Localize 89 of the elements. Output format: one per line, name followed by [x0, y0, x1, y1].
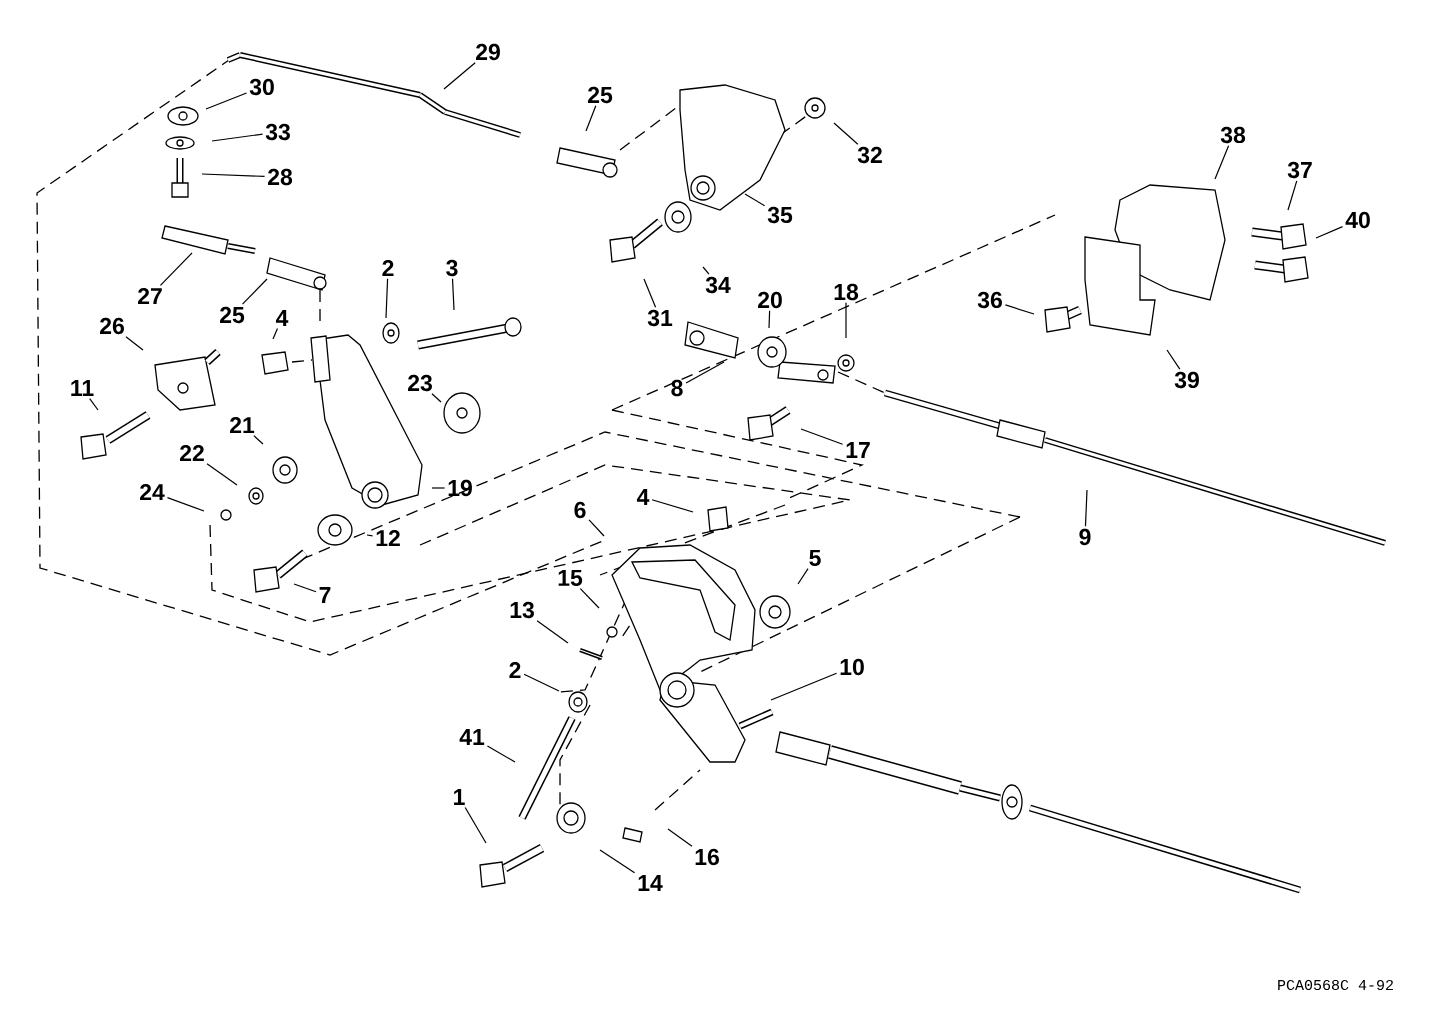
callout-number: 34 — [705, 276, 731, 294]
leader-line — [272, 327, 279, 340]
leader-line — [89, 397, 99, 411]
callout-number: 15 — [558, 569, 583, 586]
leader-line — [797, 568, 809, 585]
callout-number: 22 — [180, 444, 204, 462]
callout-number: 2 — [382, 259, 394, 277]
leader-line — [1004, 304, 1035, 315]
leader-line — [588, 519, 605, 537]
callout-number: 30 — [249, 78, 274, 96]
callout-number: 24 — [140, 483, 165, 501]
callout-number: 10 — [840, 658, 864, 676]
leader-line — [201, 173, 266, 177]
callout-number: 12 — [376, 529, 400, 547]
leader-line — [366, 534, 374, 537]
leader-line — [579, 588, 600, 609]
leader-line — [431, 487, 446, 489]
leader-line — [643, 278, 657, 308]
callout-number: 4 — [636, 489, 650, 505]
callout-number: 35 — [767, 206, 793, 224]
leader-line — [206, 463, 238, 486]
leader-line — [845, 302, 847, 339]
callout-number: 14 — [638, 875, 663, 891]
leader-line — [293, 583, 317, 593]
callout-number: 20 — [758, 291, 782, 309]
leader-line — [211, 133, 264, 142]
callout-number: 36 — [977, 291, 1002, 309]
leader-line — [768, 310, 771, 329]
drawing-code: PCA0568C 4-92 — [1278, 979, 1393, 991]
callout-number: 38 — [1220, 126, 1246, 144]
leader-line — [1315, 226, 1344, 239]
leader-line — [1166, 349, 1181, 370]
callout-number: 6 — [574, 501, 586, 519]
callout-number: 13 — [510, 601, 534, 619]
leader-line — [1287, 180, 1298, 211]
callout-number: 33 — [265, 123, 290, 141]
leader-line — [241, 278, 268, 305]
leader-line — [770, 672, 838, 701]
callout-number: 26 — [100, 317, 124, 335]
callout-number: 17 — [846, 442, 870, 458]
leader-line — [744, 193, 766, 207]
callout-number: 1 — [454, 789, 465, 805]
leader-line — [833, 122, 859, 145]
leader-line — [1214, 145, 1230, 180]
callout-number: 32 — [857, 146, 882, 164]
leader-line — [166, 497, 205, 512]
callout-number: 25 — [220, 306, 245, 324]
callout-number: 37 — [1287, 161, 1312, 179]
leader-line — [800, 428, 844, 445]
leader-line — [702, 266, 710, 275]
callout-number: 31 — [647, 309, 673, 327]
leader-line — [443, 62, 476, 90]
callout-number: 8 — [671, 379, 683, 397]
leader-line — [431, 393, 442, 403]
callout-number: 11 — [71, 380, 94, 396]
callout-number: 7 — [319, 587, 331, 603]
leader-line — [253, 435, 264, 445]
leader-line — [125, 336, 144, 351]
callout-number: 40 — [1345, 211, 1370, 229]
callout-number: 29 — [476, 43, 500, 61]
leader-line — [599, 849, 636, 874]
leader-line — [385, 278, 389, 319]
leader-line — [159, 252, 193, 286]
leader-line — [585, 105, 597, 132]
callout-number: 41 — [459, 729, 485, 745]
callout-number: 2 — [509, 661, 521, 679]
leader-line — [205, 92, 248, 110]
callout-number: 5 — [809, 549, 821, 566]
callout-number: 27 — [138, 287, 162, 305]
callout-number: 16 — [695, 848, 719, 866]
callout-number: 9 — [1079, 528, 1091, 546]
leader-line — [536, 620, 569, 644]
callout-number: 39 — [1174, 371, 1199, 389]
callout-number: 21 — [230, 416, 255, 434]
leader-line — [1084, 489, 1088, 527]
callout-number: 23 — [408, 374, 432, 392]
callout-number: 28 — [268, 168, 293, 186]
leader-line — [685, 361, 725, 384]
callout-number: 3 — [446, 259, 458, 277]
callout-number: 18 — [834, 283, 859, 301]
callout-number: 19 — [448, 479, 472, 497]
leader-line — [451, 278, 455, 311]
leader-line — [523, 673, 560, 692]
callout-number: 25 — [588, 86, 613, 104]
leader-line — [486, 745, 516, 763]
callout-number: 4 — [275, 310, 289, 326]
leader-line — [667, 828, 693, 847]
leader-line — [651, 499, 694, 513]
leader-line — [464, 806, 487, 844]
